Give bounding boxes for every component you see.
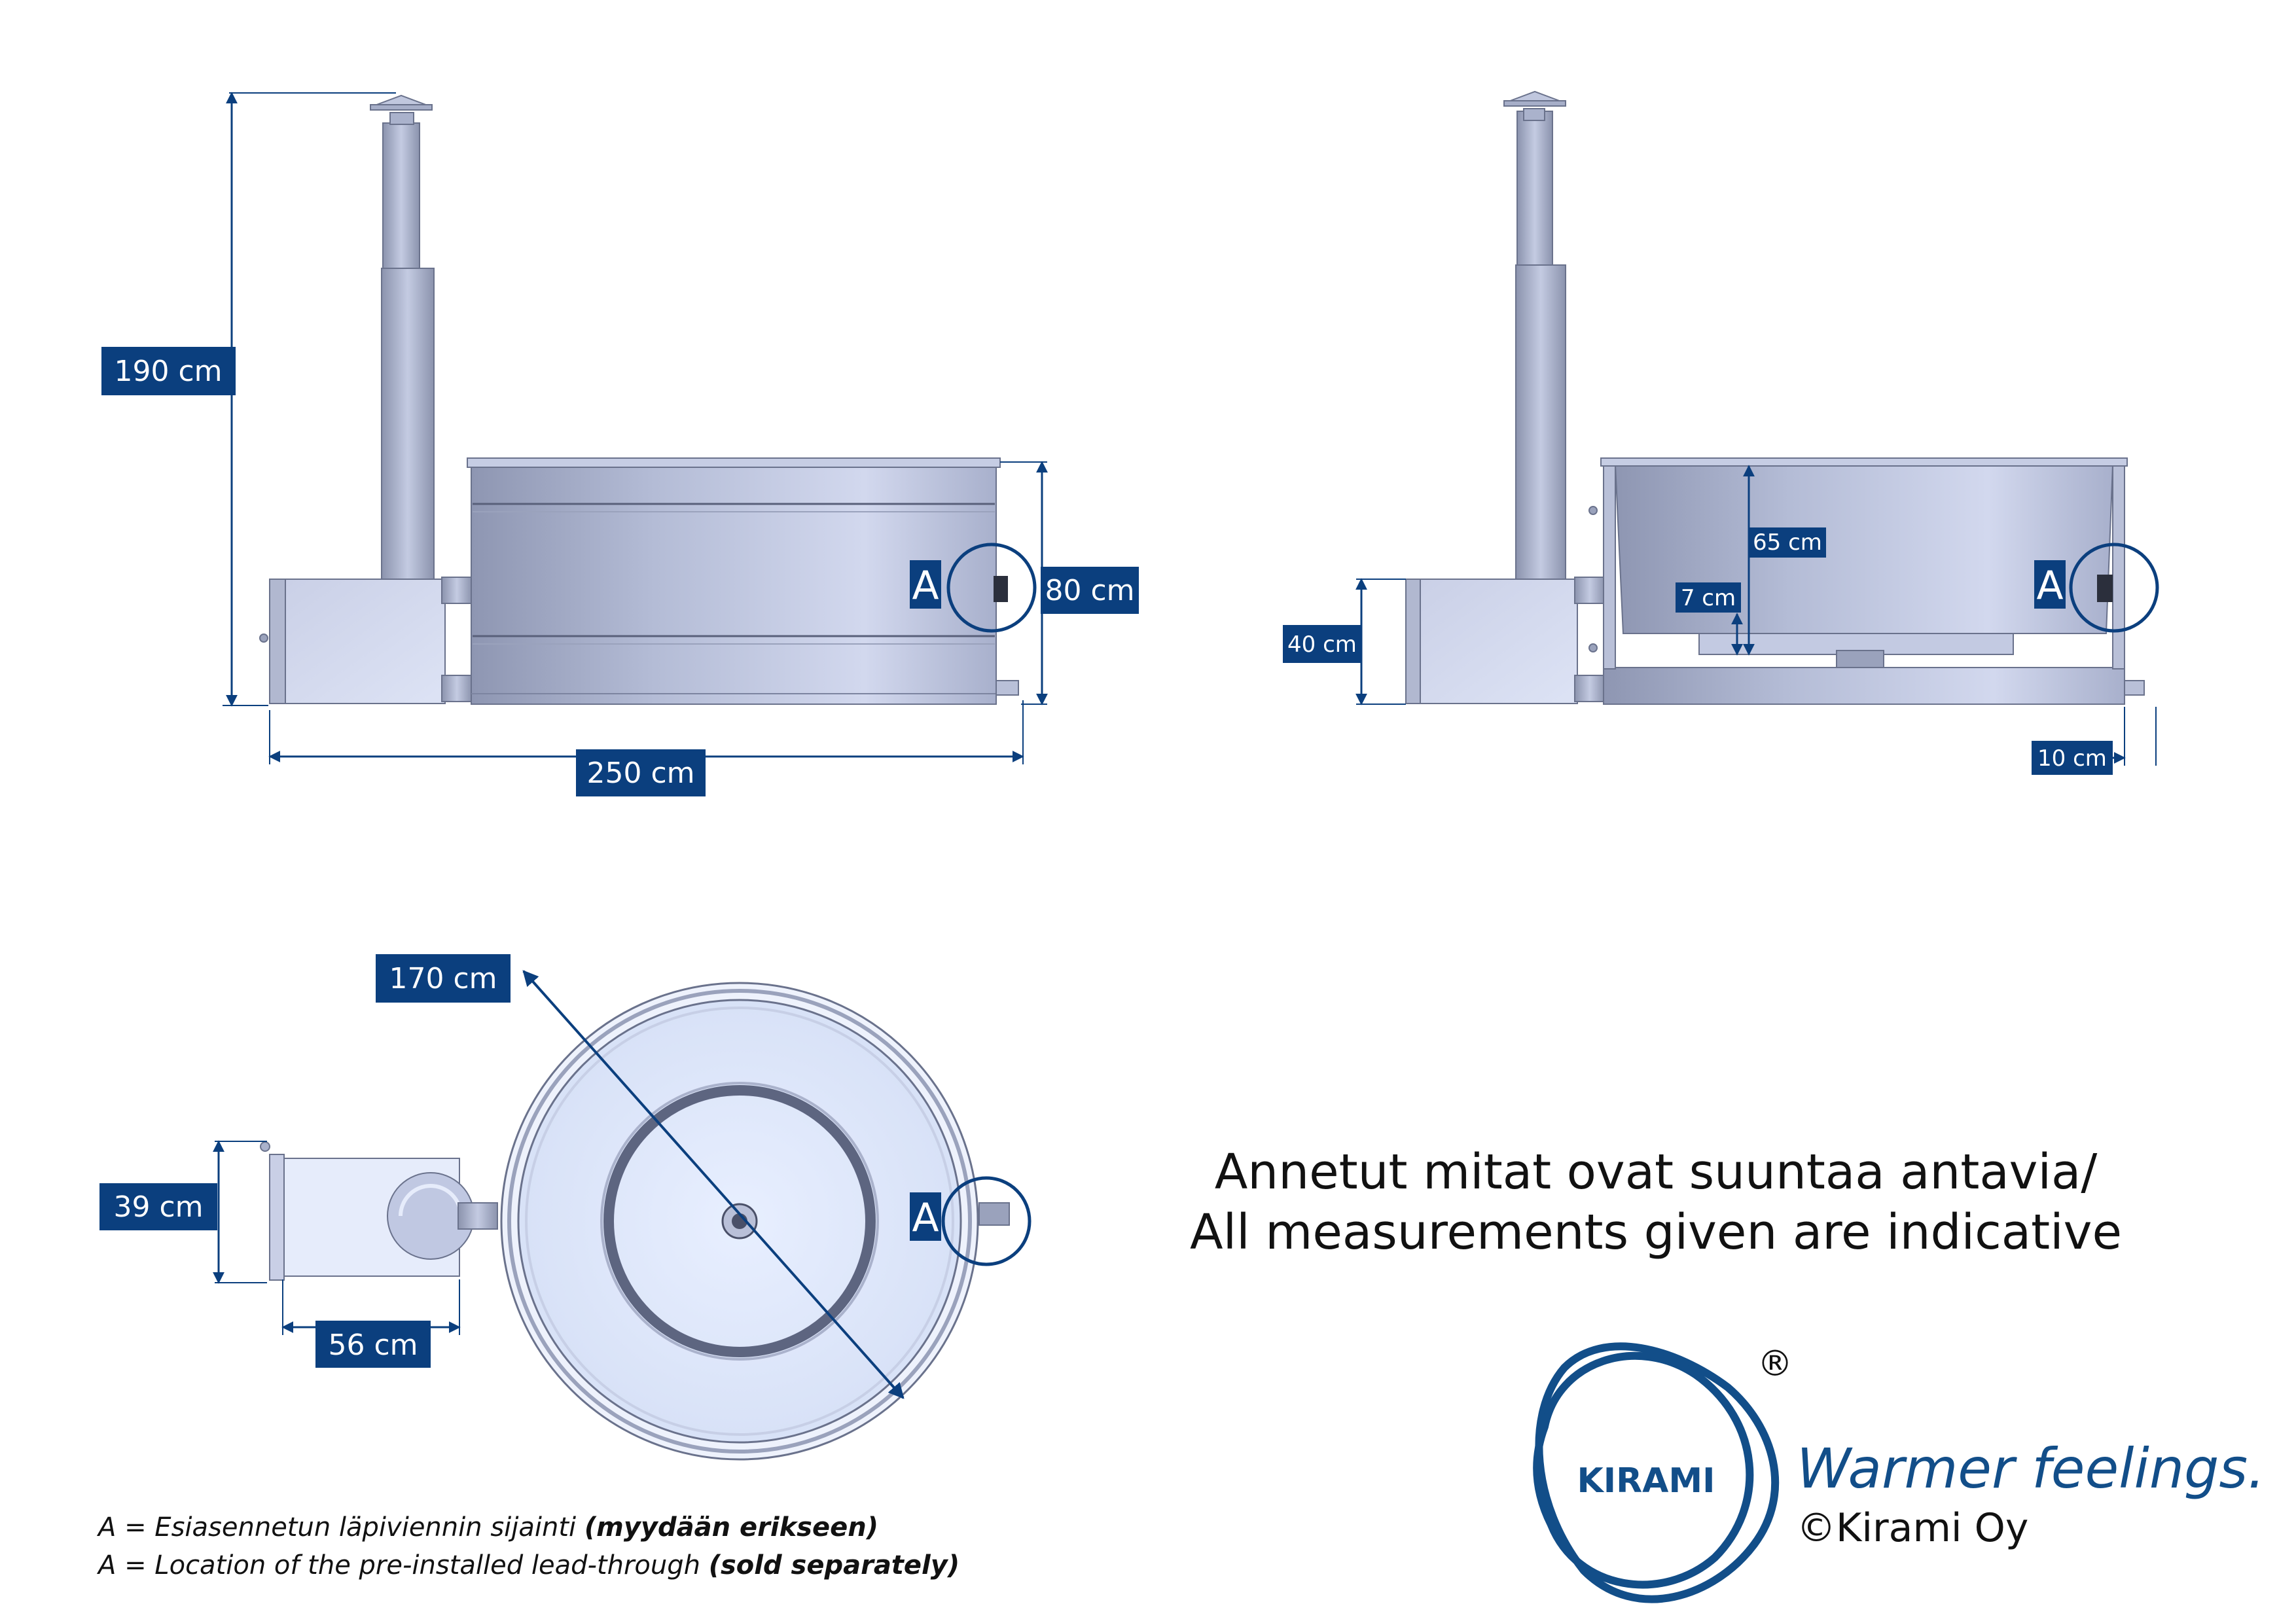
side-view: A 190 cm 80 cm 250 cm xyxy=(101,92,1139,796)
dim-heater-depth: 56 cm xyxy=(328,1329,418,1362)
dim-total-length: 250 cm xyxy=(586,757,694,790)
legend-fi-note: (myydään erikseen) xyxy=(584,1512,878,1543)
brand-tagline: Warmer feelings. xyxy=(1797,1436,2265,1501)
marker-a-section: A xyxy=(2036,563,2063,609)
legend-en-text: A = Location of the pre-installed lead-t… xyxy=(98,1550,700,1580)
legend-en: A = Location of the pre-installed lead-t… xyxy=(98,1546,960,1584)
dim-height-total: 190 cm xyxy=(114,355,222,388)
dim-tub-height: 80 cm xyxy=(1045,574,1134,607)
section-view: A 65 cm 7 cm 40 cm 10 cm xyxy=(1283,90,2159,775)
kirami-logo: KIRAMI ® xyxy=(1533,1342,1793,1603)
legend-en-note: (sold separately) xyxy=(708,1550,960,1580)
registered-mark: ® xyxy=(1757,1343,1793,1384)
top-view: 170 cm A 39 cm 56 cm xyxy=(99,954,1031,1461)
marker-a-top: A xyxy=(912,1195,939,1241)
disclaimer-line-2: All measurements given are indicative xyxy=(1190,1204,2122,1260)
marker-a-side: A xyxy=(912,563,939,609)
disclaimer-line-1: Annetut mitat ovat suuntaa antavia/ xyxy=(1214,1144,2098,1200)
logo-wordmark: KIRAMI xyxy=(1577,1461,1715,1501)
dim-heater-width: 39 cm xyxy=(113,1190,203,1224)
copyright: ©Kirami Oy xyxy=(1797,1505,2029,1551)
legend-fi: A = Esiasennetun läpiviennin sijainti (m… xyxy=(98,1508,960,1546)
dim-step-height: 7 cm xyxy=(1681,585,1736,611)
legend-fi-text: A = Esiasennetun läpiviennin sijainti xyxy=(98,1512,577,1543)
dim-diameter: 170 cm xyxy=(389,962,497,995)
disclaimer: Annetut mitat ovat suuntaa antavia/ All … xyxy=(1080,1142,2232,1262)
dim-inner-depth: 65 cm xyxy=(1753,529,1822,556)
dim-edge-offset: 10 cm xyxy=(2037,745,2107,772)
legend: A = Esiasennetun läpiviennin sijainti (m… xyxy=(98,1508,960,1584)
dim-heater-height: 40 cm xyxy=(1287,632,1357,658)
